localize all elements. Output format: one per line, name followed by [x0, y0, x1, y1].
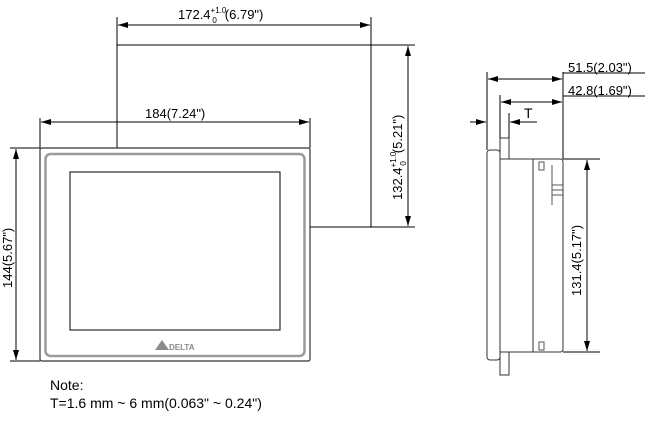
- front-width-label: 184(7.24"): [145, 106, 205, 121]
- body-depth-label: 42.8(1.69"): [568, 83, 632, 98]
- body-height-label: 131.4(5.17"): [569, 225, 584, 296]
- note-text: T=1.6 mm ~ 6 mm(0.063" ~ 0.24"): [50, 395, 262, 411]
- panel-cutout-outline: [116, 17, 415, 228]
- total-depth-label: 51.5(2.03"): [568, 60, 632, 75]
- cutout-height-label: 132.4+1.00(5.21"): [389, 115, 408, 200]
- svg-text:DELTA: DELTA: [169, 343, 195, 352]
- front-height-label: 144(5.67"): [0, 228, 15, 288]
- delta-logo: DELTA: [155, 340, 195, 352]
- note-title: Note:: [50, 377, 84, 393]
- bezel: [44, 152, 306, 358]
- note: Note: T=1.6 mm ~ 6 mm(0.063" ~ 0.24"): [50, 376, 262, 412]
- front-view: DELTA: [10, 118, 311, 362]
- side-view: [470, 72, 645, 376]
- screen: [69, 171, 281, 331]
- thickness-label: T: [524, 105, 533, 121]
